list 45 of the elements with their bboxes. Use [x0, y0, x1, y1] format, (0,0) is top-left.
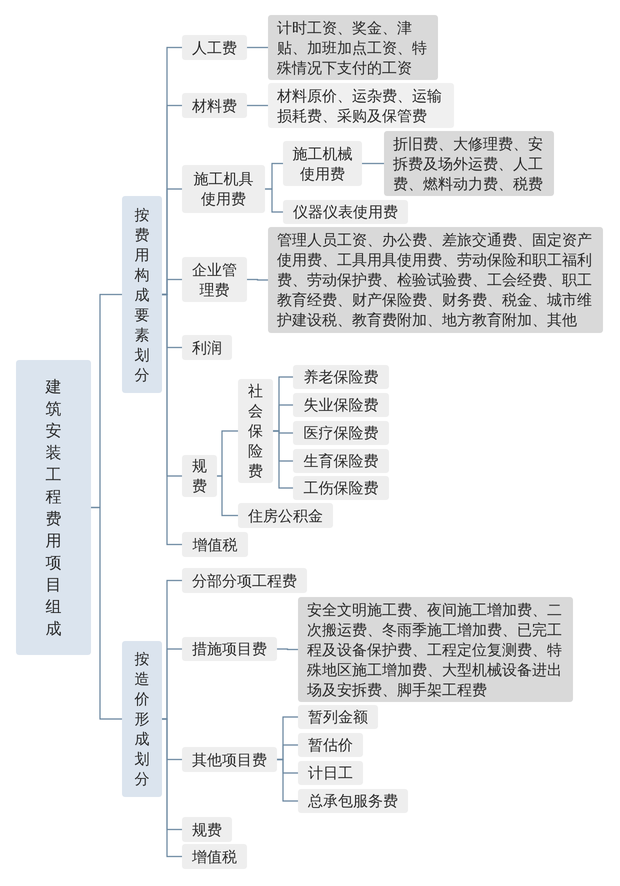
connector-line: [277, 648, 298, 650]
topic-box: 其他项目费: [182, 747, 277, 772]
topic-box: 利润: [182, 335, 232, 360]
topic-box: 养老保险费: [293, 365, 389, 389]
connector-line: [247, 104, 268, 106]
topic-box: 仪器仪表使用费: [283, 200, 408, 224]
connector-line: [247, 278, 268, 281]
topic-box: 计日工: [298, 761, 363, 785]
detail-box: 管理人员工资、办公费、差旅交通费、固定资产使用费、工具用具使用费、劳动保险和职工福利费、劳动保护费、检验试验费、工会经费、职工教育经费、财产保险费、财务费、税金、城市维护建设税、教育费附加、地方教育附加、其他: [268, 227, 603, 333]
connector-line: [91, 506, 122, 720]
topic-box: 工伤保险费: [293, 476, 389, 500]
root-topic-box: 建筑安装工程费用项目组成: [16, 360, 91, 655]
topic-box: 企业管理费: [182, 257, 247, 302]
topic-box: 施工机械使用费: [283, 141, 362, 186]
topic-box: 措施项目费: [182, 637, 277, 661]
topic-box: 社会保险费: [238, 379, 273, 483]
topic-box: 分部分项工程费: [182, 568, 307, 593]
topic-box: 施工机具使用费: [182, 165, 265, 213]
detail-box: 安全文明施工费、夜间施工增加费、二次搬运费、冬雨季施工增加费、已完工程及设备保护费、工程定位复测费、特殊地区施工增加费、大型机械设备进出场及安拆费、脚手架工程费: [298, 597, 573, 702]
topic-box: 生育保险费: [293, 449, 389, 473]
topic-box: 规费: [182, 817, 232, 842]
connector-line: [162, 718, 182, 858]
topic-box: 增值税: [182, 532, 248, 557]
topic-box: 总承包服务费: [298, 789, 408, 813]
connector-line: [265, 188, 283, 213]
topic-box: 人工费: [182, 35, 247, 60]
connector-line: [362, 162, 384, 164]
topic-box: 住房公积金: [238, 503, 333, 528]
topic-box: 材料费: [182, 93, 247, 118]
category-box: 按费用构成要素划分: [122, 196, 162, 393]
connector-line: [162, 294, 182, 546]
connector-line: [217, 475, 238, 516]
connector-line: [247, 46, 268, 48]
detail-box: 计时工资、奖金、津贴、加班加点工资、特殊情况下支付的工资: [268, 15, 438, 80]
connector-line: [277, 758, 298, 802]
topic-box: 失业保险费: [293, 393, 389, 417]
topic-box: 规费: [182, 455, 217, 497]
category-box: 按造价形成划分: [122, 641, 162, 797]
topic-box: 医疗保险费: [293, 421, 389, 445]
topic-box: 暂估价: [298, 733, 363, 757]
detail-box: 折旧费、大修理费、安拆费及场外运费、人工费、燃料动力费、税费: [384, 131, 554, 196]
topic-box: 暂列金额: [298, 705, 378, 729]
detail-box: 材料原价、运杂费、运输损耗费、采购及保管费: [268, 83, 454, 128]
topic-box: 增值税: [182, 844, 247, 869]
connector-line: [273, 430, 293, 489]
